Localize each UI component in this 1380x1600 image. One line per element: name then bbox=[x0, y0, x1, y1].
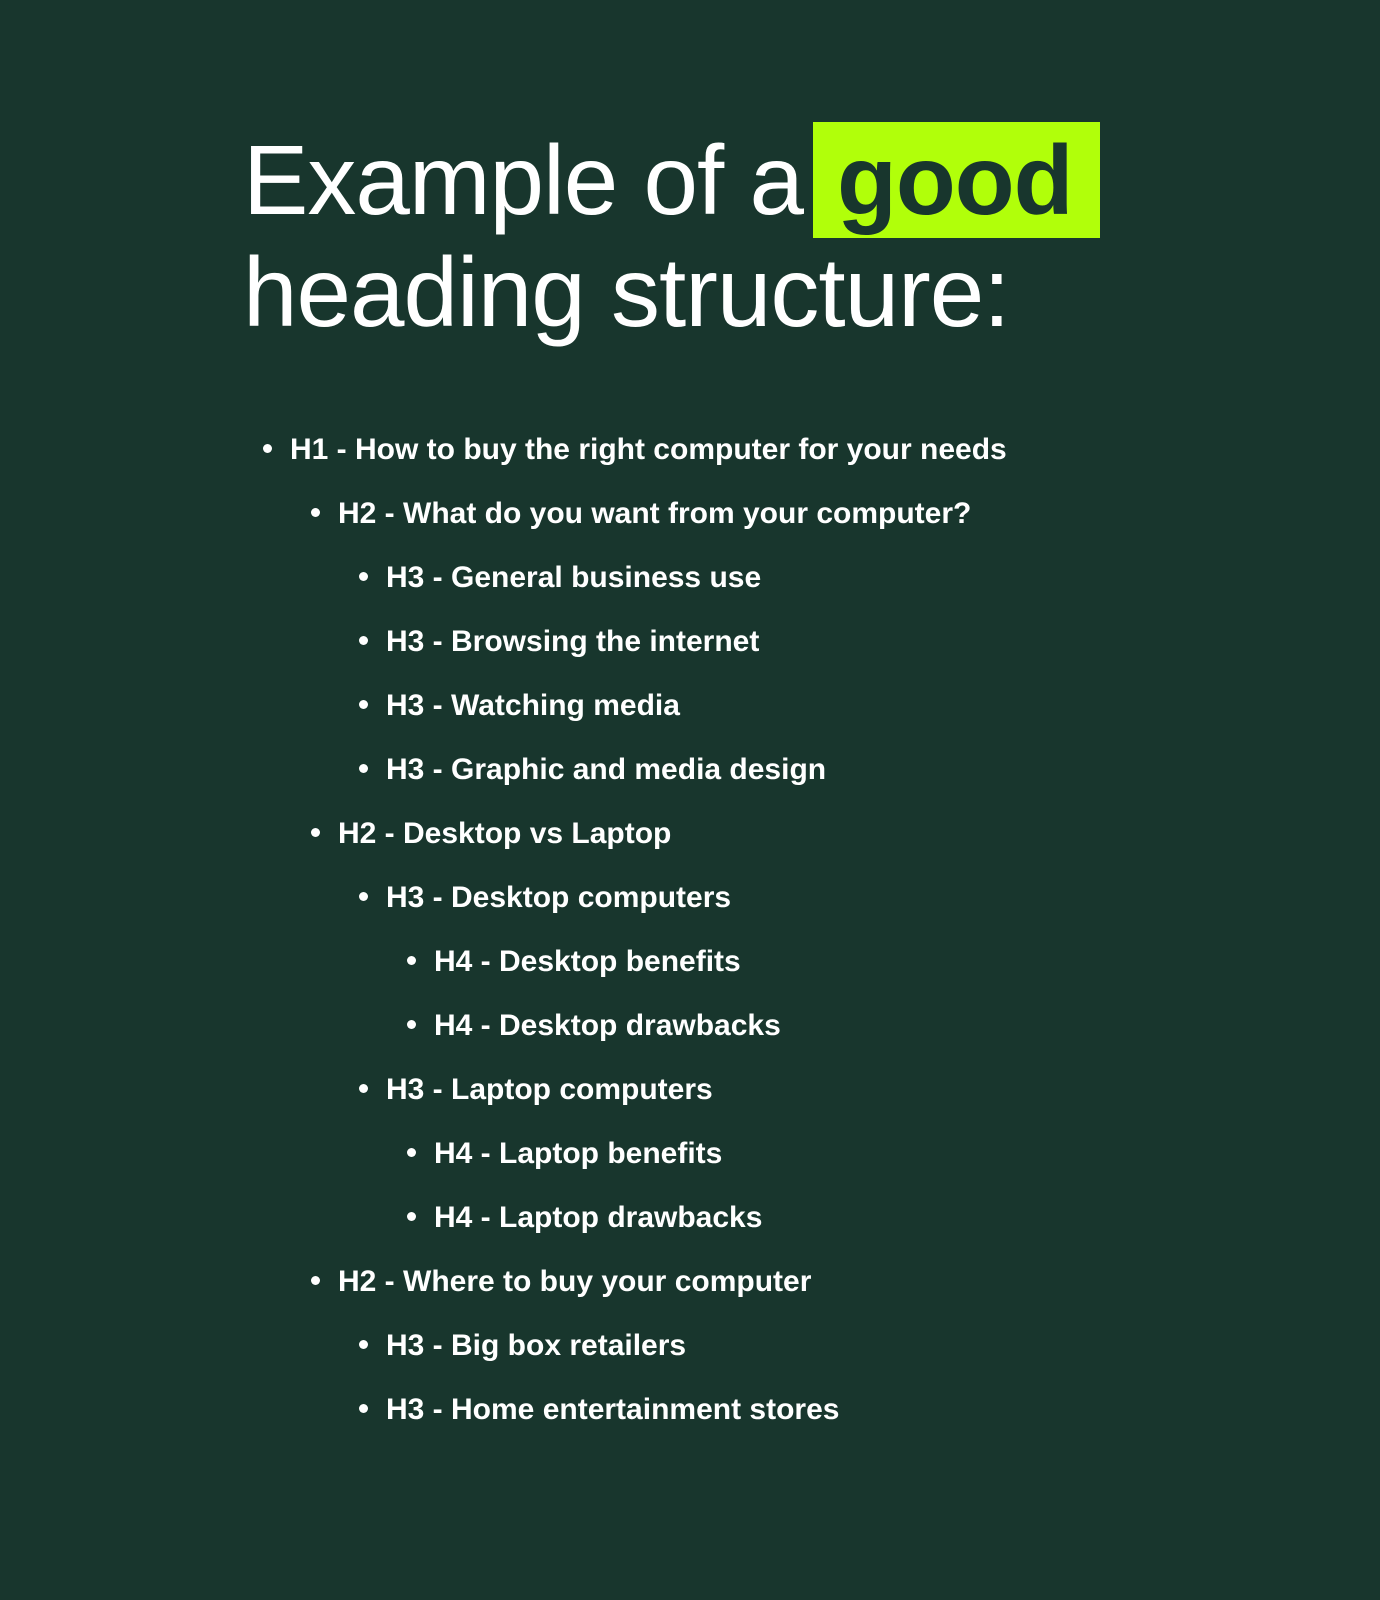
list-item-text: H3 - Watching media bbox=[386, 689, 680, 722]
list-item-text: H3 - Desktop computers bbox=[386, 881, 732, 914]
list-item-text: H2 - Where to buy your computer bbox=[338, 1265, 812, 1298]
list-item-h4: H4 - Laptop drawbacks bbox=[407, 1186, 762, 1250]
title-highlight: good bbox=[812, 122, 1101, 238]
list-item-h3: H3 - Watching media bbox=[359, 674, 680, 738]
bullet-icon bbox=[359, 571, 368, 581]
list-item-h2: H2 - What do you want from your computer… bbox=[311, 482, 971, 546]
bullet-icon bbox=[359, 699, 368, 709]
list-item-h3: H3 - Graphic and media design bbox=[359, 738, 826, 802]
list-item-h3: H3 - Big box retailers bbox=[359, 1314, 686, 1378]
title-prefix: Example of a bbox=[243, 125, 804, 235]
bullet-icon bbox=[311, 507, 320, 517]
list-item-text: H2 - What do you want from your computer… bbox=[338, 497, 972, 530]
list-item-h4: H4 - Desktop drawbacks bbox=[407, 994, 781, 1058]
list-item-h3: H3 - General business use bbox=[359, 546, 761, 610]
list-item-text: H3 - Laptop computers bbox=[386, 1073, 713, 1106]
list-item-text: H1 - How to buy the right computer for y… bbox=[290, 433, 1007, 466]
list-item-text: H3 - Home entertainment stores bbox=[386, 1393, 840, 1426]
bullet-icon bbox=[311, 1275, 320, 1285]
bullet-icon bbox=[407, 1147, 416, 1157]
bullet-icon bbox=[407, 1211, 416, 1221]
list-item-text: H3 - Browsing the internet bbox=[386, 625, 760, 658]
list-item-h4: H4 - Desktop benefits bbox=[407, 930, 741, 994]
list-item-h2: H2 - Desktop vs Laptop bbox=[311, 802, 671, 866]
list-item-text: H4 - Laptop drawbacks bbox=[434, 1201, 763, 1234]
bullet-icon bbox=[311, 827, 320, 837]
list-item-h3: H3 - Home entertainment stores bbox=[359, 1378, 839, 1442]
list-item-h1: H1 - How to buy the right computer for y… bbox=[263, 418, 1007, 482]
bullet-icon bbox=[359, 891, 368, 901]
list-item-text: H4 - Desktop benefits bbox=[434, 945, 741, 978]
bullet-icon bbox=[359, 635, 368, 645]
bullet-icon bbox=[359, 1403, 368, 1413]
list-item-h4: H4 - Laptop benefits bbox=[407, 1122, 722, 1186]
list-item-text: H4 - Desktop drawbacks bbox=[434, 1009, 781, 1042]
bullet-icon bbox=[359, 1339, 368, 1349]
list-item-h3: H3 - Desktop computers bbox=[359, 866, 731, 930]
bullet-icon bbox=[263, 443, 272, 453]
list-item-text: H3 - Graphic and media design bbox=[386, 753, 827, 786]
list-item-text: H4 - Laptop benefits bbox=[434, 1137, 723, 1170]
bullet-icon bbox=[407, 1019, 416, 1029]
list-item-h2: H2 - Where to buy your computer bbox=[311, 1250, 811, 1314]
list-item-text: H3 - General business use bbox=[386, 561, 762, 594]
title-line-2: heading structure: bbox=[243, 237, 1010, 347]
bullet-icon bbox=[359, 1083, 368, 1093]
list-item-text: H2 - Desktop vs Laptop bbox=[338, 817, 672, 850]
list-item-text: H3 - Big box retailers bbox=[386, 1329, 687, 1362]
bullet-icon bbox=[359, 763, 368, 773]
bullet-icon bbox=[407, 955, 416, 965]
list-item-h3: H3 - Laptop computers bbox=[359, 1058, 713, 1122]
list-item-h3: H3 - Browsing the internet bbox=[359, 610, 759, 674]
